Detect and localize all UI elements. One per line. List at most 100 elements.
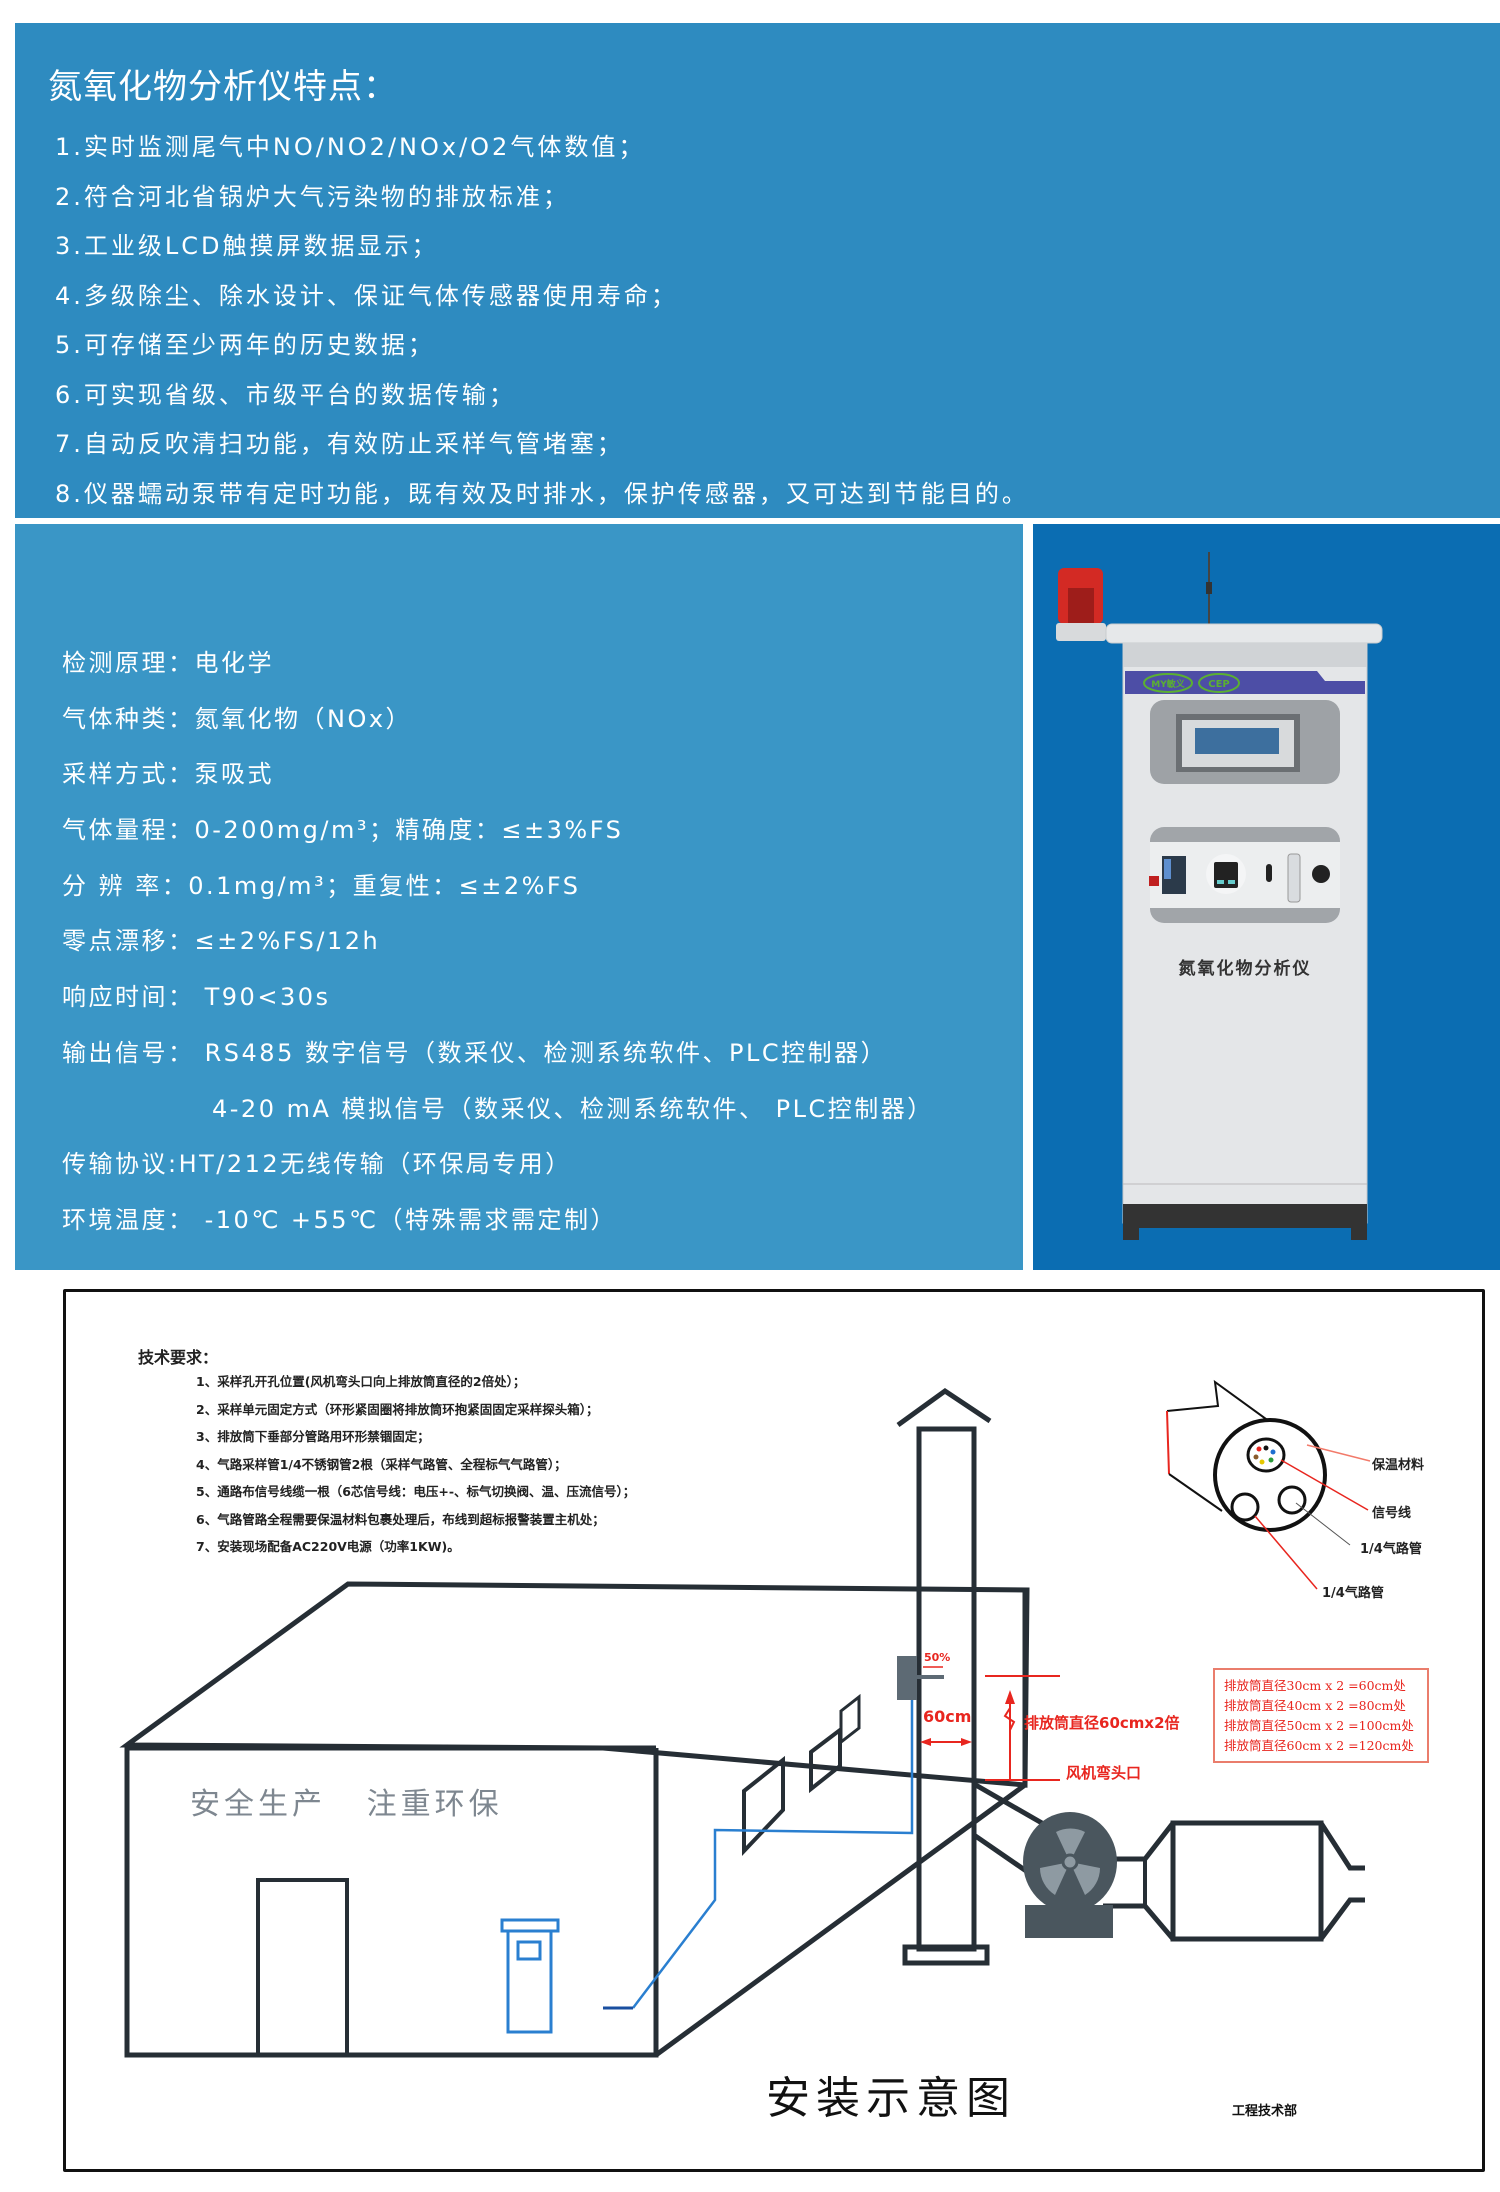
spec-value: HT/212无线传输（环保局专用） xyxy=(178,1150,572,1179)
arrow-left-icon xyxy=(920,1738,931,1746)
tech-requirement: 7、安装现场配备AC220V电源（功率1KW)。 xyxy=(196,1539,460,1554)
fan-blower-icon xyxy=(1023,1812,1117,1938)
calc-line: 排放筒直径50cm x 2 =100cm处 xyxy=(1224,1718,1414,1733)
spec-label: 零点漂移： xyxy=(62,927,195,956)
spec-label: 传输协议: xyxy=(62,1150,179,1179)
building-front-wall xyxy=(124,1745,659,2058)
specs-panel: 检测原理：电化学 气体种类：氮氧化物（NOx） 采样方式：泵吸式 气体量程：0-… xyxy=(15,524,1023,1270)
valve-knob-icon xyxy=(1266,864,1272,882)
sampling-height-label: 排放筒直径60cmx2倍 xyxy=(1024,1714,1180,1732)
gas-pipe-label: 1/4气路管 xyxy=(1322,1586,1384,1601)
spec-value: -10℃ +55℃（特殊需求需定制） xyxy=(194,1205,618,1234)
spec-row: 响应时间： T90<30s xyxy=(62,970,934,1026)
signal-cable xyxy=(632,1700,914,2009)
spec-row: 采样方式：泵吸式 xyxy=(62,747,934,803)
installation-diagram: 技术要求： 1、采样孔开孔位置(风机弯头口向上排放筒直径的2倍处）； 2、采样单… xyxy=(63,1289,1485,2172)
feature-item: 2.符合河北省锅炉大气污染物的排放标准； xyxy=(55,182,570,211)
spec-value: RS485 数字信号（数采仪、检测系统软件、PLC控制器） xyxy=(194,1038,888,1067)
spec-row: 传输协议:HT/212无线传输（环保局专用） xyxy=(62,1137,934,1193)
features-panel: 氮氧化物分析仪特点： 1.实时监测尾气中NO/NO2/NOx/O2气体数值； 2… xyxy=(15,23,1500,518)
gas-pipe-label: 1/4气路管 xyxy=(1360,1542,1422,1557)
department-label: 工程技术部 xyxy=(1232,2104,1298,2119)
spec-row: 气体量程：0-200mg/m³；精确度：≤±3%FS xyxy=(62,803,934,859)
spec-row: 环境温度： -10℃ +55℃（特殊需求需定制） xyxy=(62,1193,934,1249)
stack-base xyxy=(902,1944,990,1966)
arrow-right-icon xyxy=(961,1738,972,1746)
logo-cep-icon xyxy=(1198,673,1240,693)
tech-requirement: 1、采样孔开孔位置(风机弯头口向上排放筒直径的2倍处）； xyxy=(196,1374,526,1389)
spec-label: 检测原理： xyxy=(62,649,195,677)
spec-row: 输出信号： RS485 数字信号（数采仪、检测系统软件、PLC控制器） xyxy=(62,1026,934,1082)
svg-text:CEP: CEP xyxy=(1208,679,1230,690)
feature-item: 8.仪器蠕动泵带有定时功能，既有效及时排水，保护传感器，又可达到节能目的。 xyxy=(55,479,1029,508)
arrow-up-icon xyxy=(1005,1690,1015,1704)
sampling-probe-box xyxy=(897,1656,917,1700)
spec-row: 4-20 mA 模拟信号（数采仪、检测系统软件、 PLC控制器） xyxy=(62,1082,934,1138)
feature-item: 1.实时监测尾气中NO/NO2/NOx/O2气体数值； xyxy=(55,133,646,161)
building-slogan: 安全生产 注重环保 xyxy=(190,1787,503,1822)
spec-value: 氮氧化物（NOx） xyxy=(194,704,413,733)
features-list: 1.实时监测尾气中NO/NO2/NOx/O2气体数值； 2.符合河北省锅炉大气污… xyxy=(55,123,1029,519)
analyzer-cabinet-illustration: MY敏义 CEP 氮氧化物分析仪 xyxy=(1056,552,1383,1240)
spec-row: 分 辨 率：0.1mg/m³；重复性：≤±2%FS xyxy=(62,859,934,915)
spec-value: 0.1mg/m³；重复性：≤±2%FS xyxy=(188,871,581,900)
filter-housing xyxy=(1170,1820,1324,1942)
spec-value: 4-20 mA 模拟信号（数采仪、检测系统软件、 PLC控制器） xyxy=(212,1094,934,1123)
tech-requirement: 3、排放筒下垂部分管路用环形禁锢固定； xyxy=(196,1429,430,1444)
cabinet-base xyxy=(1123,1204,1367,1240)
spec-value: 泵吸式 xyxy=(194,760,274,789)
signal-wire-label: 信号线 xyxy=(1372,1506,1412,1521)
gland-knob-icon xyxy=(1312,865,1330,883)
tech-requirements-list: 1、采样孔开孔位置(风机弯头口向上排放筒直径的2倍处）； 2、采样单元固定方式（… xyxy=(196,1368,635,1561)
svg-text:MY敏义: MY敏义 xyxy=(1151,678,1185,690)
flowmeter-icon xyxy=(1287,853,1301,903)
touchscreen-display xyxy=(1195,728,1279,754)
feature-item: 4.多级除尘、除水设计、保证气体传感器使用寿命； xyxy=(55,281,678,310)
spec-label: 输出信号： xyxy=(62,1038,195,1067)
tech-requirement: 5、通路布信号线缆一根（6芯信号线：电压+-、标气切换阀、温、压流信号）； xyxy=(196,1484,636,1499)
analyzer-cabinet-icon xyxy=(500,1918,560,2034)
calc-line: 排放筒直径60cm x 2 =120cm处 xyxy=(1224,1738,1414,1753)
alarm-beacon-icon xyxy=(1056,568,1106,641)
spec-value: T90<30s xyxy=(194,983,331,1012)
tech-requirement: 6、气路管路全程需要保温材料包裹处理后，布线到超标报警装置主机处； xyxy=(196,1511,605,1527)
product-image-panel: MY敏义 CEP 氮氧化物分析仪 xyxy=(1033,524,1500,1270)
spec-label: 分 辨 率： xyxy=(62,871,189,900)
window-icon xyxy=(742,1755,785,1857)
spec-label: 气体种类： xyxy=(62,704,195,733)
stack-width-label: 60cm xyxy=(923,1707,972,1726)
specs-list: 检测原理：电化学 气体种类：氮氧化物（NOx） 采样方式：泵吸式 气体量程：0-… xyxy=(62,636,934,1249)
fan-elbow-label: 风机弯头口 xyxy=(1066,1764,1142,1782)
power-switch-icon xyxy=(1149,876,1159,886)
calc-line: 排放筒直径30cm x 2 =60cm处 xyxy=(1224,1678,1406,1693)
feature-item: 6.可实现省级、市级平台的数据传输； xyxy=(55,380,516,409)
window-icon xyxy=(809,1725,842,1794)
spec-row: 检测原理：电化学 xyxy=(62,636,934,692)
tech-requirement: 4、气路采样管1/4不锈钢管2根（采样气路管、全程标气气路管）； xyxy=(196,1456,567,1472)
svg-text:氮氧化物分析仪: 氮氧化物分析仪 xyxy=(1179,958,1312,979)
stack-arrow-up-icon xyxy=(896,1387,992,1428)
feature-item: 5.可存储至少两年的历史数据； xyxy=(55,331,435,359)
cable-cross-section-icon xyxy=(1166,1379,1371,1590)
door-outline xyxy=(256,1878,349,2055)
spec-label: 气体量程： xyxy=(62,816,195,845)
feature-item: 3.工业级LCD触摸屏数据显示； xyxy=(55,232,439,260)
tech-requirement: 2、采样单元固定方式（环形紧固圈将排放筒环抱紧固固定采样探头箱）； xyxy=(196,1401,599,1417)
building-side-bottom xyxy=(654,1782,1027,2058)
feature-item: 7.自动反吹清扫功能，有效防止采样气管堵塞； xyxy=(55,430,624,458)
spec-label: 环境温度： xyxy=(62,1205,195,1234)
exhaust-stack xyxy=(916,1426,977,1952)
spec-label: 采样方式： xyxy=(62,760,195,789)
diagram-title: 安装示意图 xyxy=(766,2073,1016,2124)
spec-label: 响应时间： xyxy=(62,983,195,1012)
spec-value: 0-200mg/m³；精确度：≤±3%FS xyxy=(194,816,624,845)
insulation-label: 保温材料 xyxy=(1372,1458,1425,1473)
spec-row: 零点漂移：≤±2%FS/12h xyxy=(62,914,934,970)
calc-line: 排放筒直径40cm x 2 =80cm处 xyxy=(1224,1698,1406,1713)
building-roof xyxy=(119,1581,1030,1788)
window-icon xyxy=(839,1693,861,1746)
calculation-table: 排放筒直径30cm x 2 =60cm处 排放筒直径40cm x 2 =80cm… xyxy=(1213,1668,1429,1763)
spec-row: 气体种类：氮氧化物（NOx） xyxy=(62,692,934,748)
logo-my-icon xyxy=(1143,673,1193,693)
